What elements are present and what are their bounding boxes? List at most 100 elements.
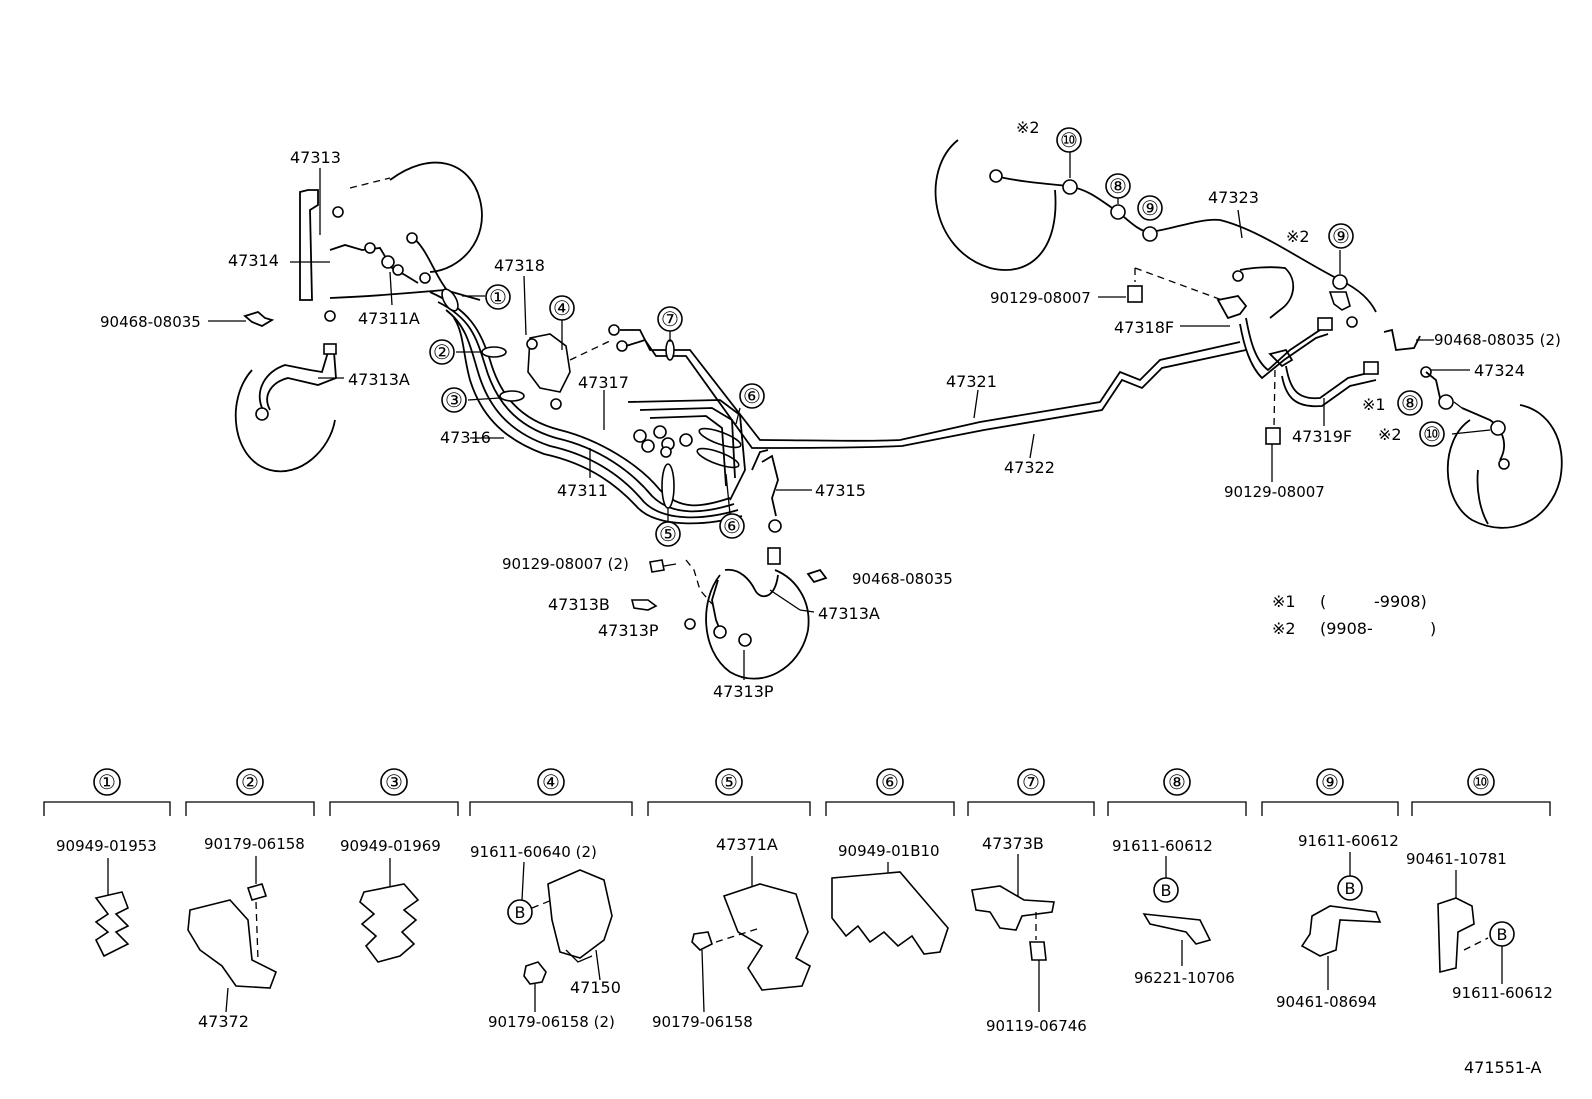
legend-3-part-a: 90949-01969 xyxy=(340,837,441,855)
callout-9b: ⑨ xyxy=(1332,224,1350,248)
front-left-rotor xyxy=(234,369,336,473)
diagram-id: 471551-A xyxy=(1464,1058,1542,1077)
legend-2-part-a: 90179-06158 xyxy=(204,835,305,853)
callout-7: ⑦ xyxy=(661,307,679,331)
legend-4-part-c: 90179-06158 (2) xyxy=(488,1013,615,1031)
mark-2-b: ※2 xyxy=(1286,227,1310,246)
label-90468-08035-left: 90468-08035 xyxy=(100,313,201,331)
note-1-open: ( xyxy=(1320,592,1326,611)
legend-9-b-mark: B xyxy=(1345,879,1356,898)
clip-90949-01B10 xyxy=(831,871,949,955)
rear-left-brake-drum xyxy=(934,139,1057,271)
diagram-callouts: ① ② ③ ④ ⑤ ⑥ ⑥ ⑦ ⑩ ⑧ ⑨ ⑨ ⑧ ⑩ xyxy=(429,127,1445,547)
clip-90468-mid xyxy=(806,568,828,584)
clip-90461-08694 xyxy=(1300,905,1382,957)
legend-8-number: ⑧ xyxy=(1168,770,1186,794)
mark-1: ※1 xyxy=(1362,395,1386,414)
legend-4-part-b: 47150 xyxy=(570,978,621,997)
label-47311A: 47311A xyxy=(358,309,420,328)
rear-right-brake-drum xyxy=(1446,404,1563,529)
label-47313A-left: 47313A xyxy=(348,370,410,389)
legend-4-part-a: 91611-60640 (2) xyxy=(470,843,597,861)
legend-1-part-a: 90949-01953 xyxy=(56,837,157,855)
clip-90949-01953 xyxy=(94,891,130,958)
callout-8b: ⑧ xyxy=(1401,391,1419,415)
legend-7-part-b: 90119-06746 xyxy=(986,1017,1087,1035)
valve-47150 xyxy=(547,869,613,959)
legend-10-part-a: 90461-10781 xyxy=(1406,850,1507,868)
callout-10a: ⑩ xyxy=(1060,128,1078,152)
label-47321: 47321 xyxy=(946,372,997,391)
proportioning-valve-47318 xyxy=(527,333,571,393)
clip-47373B xyxy=(971,885,1055,931)
front-right-rotor xyxy=(705,569,810,680)
label-90468-08035-mid: 90468-08035 xyxy=(852,570,953,588)
legend-2-number: ② xyxy=(241,770,259,794)
mark-2-c: ※2 xyxy=(1378,425,1402,444)
label-47313B: 47313B xyxy=(548,595,610,614)
label-47316: 47316 xyxy=(440,428,491,447)
callout-6a: ⑥ xyxy=(743,384,761,408)
legend-9-part-b: 90461-08694 xyxy=(1276,993,1377,1011)
legend-8-part-b: 96221-10706 xyxy=(1134,969,1235,987)
label-47313: 47313 xyxy=(290,148,341,167)
callout-2: ② xyxy=(433,340,451,364)
legend-3-number: ③ xyxy=(385,770,403,794)
legend-4-b-mark: B xyxy=(515,903,526,922)
front-left-brake-group xyxy=(208,161,483,473)
label-47322: 47322 xyxy=(1004,458,1055,477)
callout-10b: ⑩ xyxy=(1423,422,1441,446)
legend-10-number: ⑩ xyxy=(1472,770,1490,794)
legend-5-number: ⑤ xyxy=(720,770,738,794)
note-2-value: (9908- xyxy=(1320,619,1373,638)
clip-90949-01969 xyxy=(359,883,420,963)
front-right-brake-group xyxy=(630,547,828,680)
legend-5-part-a: 47371A xyxy=(716,835,778,854)
legend-8-part-a: 91611-60612 xyxy=(1112,837,1213,855)
label-47314: 47314 xyxy=(228,251,279,270)
callout-3: ③ xyxy=(445,388,463,412)
callout-6b: ⑥ xyxy=(723,514,741,538)
front-pipe-bundle xyxy=(429,275,1247,533)
label-47313P-b: 47313P xyxy=(713,682,774,701)
callout-9a: ⑨ xyxy=(1141,196,1159,220)
label-47311: 47311 xyxy=(557,481,608,500)
legend-1-number: ① xyxy=(98,770,116,794)
note-1-mark: ※1 xyxy=(1272,592,1296,611)
legend-row: ① ② ③ ④ ⑤ ⑥ ⑦ ⑧ ⑨ ⑩ 90949-01953 90179-06… xyxy=(43,768,1553,1035)
label-90129-08007-2: 90129-08007 (2) xyxy=(502,555,629,573)
note-1-value: -9908) xyxy=(1374,592,1427,611)
callout-4: ④ xyxy=(553,296,571,320)
label-47318: 47318 xyxy=(494,256,545,275)
callout-5: ⑤ xyxy=(659,522,677,546)
note-2-close: ) xyxy=(1430,619,1436,638)
legend-6-part-a: 90949-01B10 xyxy=(838,842,940,860)
label-47313A-mid: 47313A xyxy=(818,604,880,623)
legend-8-b-mark: B xyxy=(1161,881,1172,900)
bracket-47313 xyxy=(299,189,319,301)
diagram-labels: 47313 47314 90468-08035 47311A 47313A 47… xyxy=(100,118,1561,701)
legend-5-part-b: 90179-06158 xyxy=(652,1013,753,1031)
legend-7-number: ⑦ xyxy=(1022,770,1040,794)
legend-9-number: ⑨ xyxy=(1321,770,1339,794)
clip-47371A xyxy=(722,883,812,991)
note-2-mark: ※2 xyxy=(1272,619,1296,638)
label-47317: 47317 xyxy=(578,373,629,392)
label-47324: 47324 xyxy=(1474,361,1525,380)
clip-90468-left xyxy=(243,310,275,328)
bracket-96221-10706 xyxy=(1142,913,1212,945)
callout-8a: ⑧ xyxy=(1109,174,1127,198)
clip-47372 xyxy=(187,899,278,989)
clip-90468-right xyxy=(1383,328,1421,351)
rear-brake-group xyxy=(934,139,1563,529)
label-47319F: 47319F xyxy=(1292,427,1352,446)
legend-10-b-mark: B xyxy=(1497,925,1508,944)
applicability-notes: ※1 ( -9908) ※2 (9908- ) xyxy=(1272,592,1436,638)
legend-6-number: ⑥ xyxy=(881,770,899,794)
label-47315: 47315 xyxy=(815,481,866,500)
legend-2-part-b: 47372 xyxy=(198,1012,249,1031)
label-47323: 47323 xyxy=(1208,188,1259,207)
legend-4-number: ④ xyxy=(542,770,560,794)
mark-2-a: ※2 xyxy=(1016,118,1040,137)
